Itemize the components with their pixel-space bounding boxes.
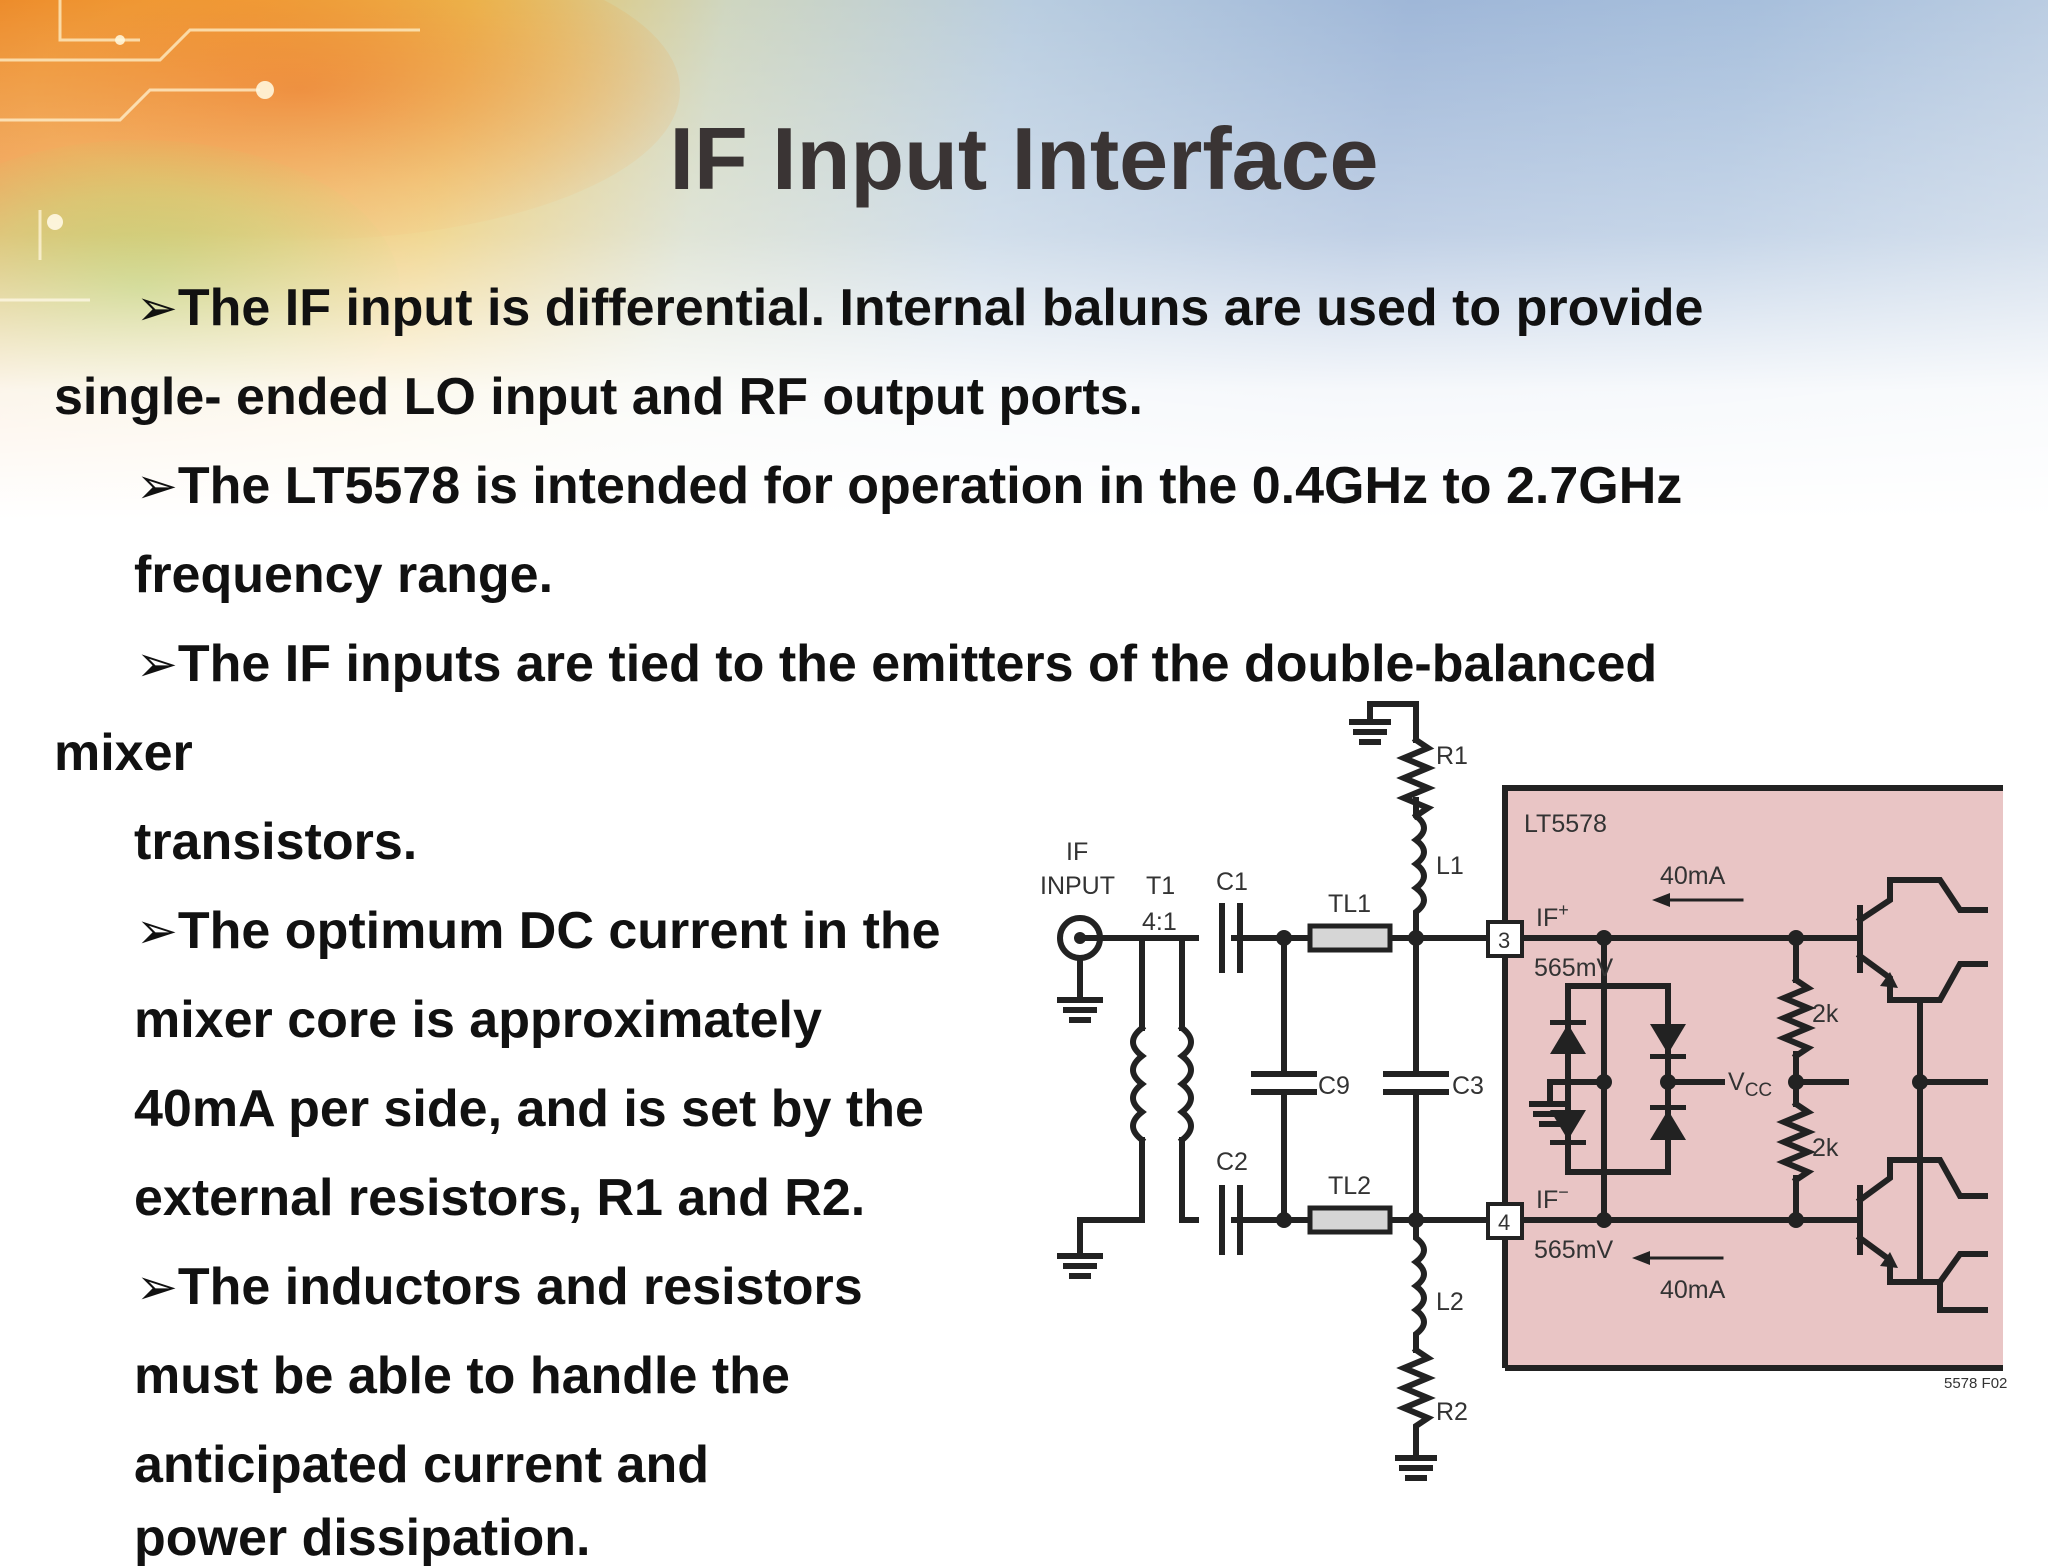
tl2-label: TL2 <box>1328 1172 1371 1200</box>
slide-title: IF Input Interface <box>669 109 1379 208</box>
tl1-block <box>1307 923 1393 953</box>
voltage-bottom-label: 565mV <box>1534 1236 1614 1264</box>
l1-label: L1 <box>1436 852 1464 880</box>
bullet-line-2-cont: frequency range. <box>134 546 554 604</box>
resistor-bottom-label: 2k <box>1812 1134 1839 1162</box>
bullet-line-4-cont: mixer core is approximately <box>134 991 822 1049</box>
vcc-label: VCC <box>1728 1068 1772 1101</box>
bullet-line-4-cont3: external resistors, R1 and R2. <box>134 1169 866 1227</box>
tl1-label: TL1 <box>1328 890 1371 918</box>
bullet-line-4-cont2: 40mA per side, and is set by the <box>134 1080 924 1138</box>
r2-label: R2 <box>1436 1398 1468 1426</box>
t1-label: T1 <box>1146 872 1175 900</box>
if-minus-label: IF− <box>1536 1182 1569 1214</box>
bullet-line-3: ➢The IF inputs are tied to the emitters … <box>136 634 1657 694</box>
t1-ratio-label: 4:1 <box>1142 908 1177 936</box>
bullet-arrow-icon: ➢ <box>136 636 178 692</box>
bullet-line-5: ➢The inductors and resistors <box>136 1257 863 1317</box>
pin-3-box <box>1486 920 1524 958</box>
bullet-line-4: ➢The optimum DC current in the <box>136 901 941 961</box>
bullet-line-3-cont2: transistors. <box>134 813 418 871</box>
voltage-top-label: 565mV <box>1534 954 1614 982</box>
c2-label: C2 <box>1216 1148 1248 1176</box>
line-text: The IF inputs are tied to the emitters o… <box>177 635 1658 693</box>
bullet-line-5-cont: must be able to handle the <box>134 1347 790 1405</box>
line-text: The inductors and resistors <box>177 1258 863 1316</box>
bullet-line-5-cont2: anticipated current and <box>134 1436 709 1494</box>
bullet-line-3-cont: mixer <box>54 724 193 782</box>
if-plus-label: IF+ <box>1536 900 1569 932</box>
if-input-schematic: IF INPUT T1 4:1 C1 C2 C9 C3 TL1 TL2 R1 L… <box>1006 700 2048 1536</box>
l2-label: L2 <box>1436 1288 1464 1316</box>
bullet-arrow-icon: ➢ <box>136 1259 178 1315</box>
c1-label: C1 <box>1216 868 1248 896</box>
pin-3-label: 3 <box>1498 928 1510 953</box>
bullet-arrow-icon: ➢ <box>136 458 178 514</box>
figure-id-label: 5578 F02 <box>1944 1375 2007 1392</box>
line-text: The optimum DC current in the <box>177 902 941 960</box>
bullet-line-5-cont3: power dissipation. <box>134 1509 591 1567</box>
bullet-arrow-icon: ➢ <box>136 280 178 336</box>
bullet-arrow-icon: ➢ <box>136 903 178 959</box>
if-input-label-2: INPUT <box>1040 872 1115 900</box>
bullet-line-1-cont: single- ended LO input and RF output por… <box>54 368 1144 426</box>
pin-4-label: 4 <box>1498 1210 1510 1235</box>
line-text: The LT5578 is intended for operation in … <box>177 457 1683 515</box>
c3-label: C3 <box>1452 1072 1484 1100</box>
line-text: The IF input is differential. Internal b… <box>177 279 1704 337</box>
c9-label: C9 <box>1318 1072 1350 1100</box>
pin-4-box <box>1486 1202 1524 1240</box>
current-bottom-label: 40mA <box>1660 1276 1726 1304</box>
current-top-label: 40mA <box>1660 862 1726 890</box>
chip-name-label: LT5578 <box>1524 810 1607 838</box>
slide-background <box>0 0 2048 520</box>
r1-label: R1 <box>1436 742 1468 770</box>
tl2-block <box>1307 1205 1393 1235</box>
bullet-line-1: ➢The IF input is differential. Internal … <box>136 278 1703 338</box>
resistor-top-label: 2k <box>1812 1000 1839 1028</box>
bullet-line-2: ➢The LT5578 is intended for operation in… <box>136 456 1682 516</box>
if-input-label-1: IF <box>1066 838 1088 866</box>
